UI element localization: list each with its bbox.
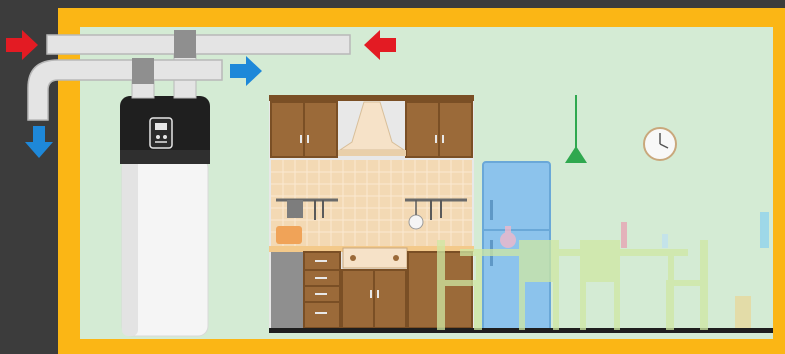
dining-set xyxy=(437,212,769,330)
floor-line xyxy=(269,328,773,333)
indoor-air-supply-arrow xyxy=(230,56,262,86)
kettle xyxy=(276,226,302,244)
drawer-stack xyxy=(303,251,341,329)
exhaust-duct-elbow xyxy=(27,59,223,121)
glass xyxy=(662,234,668,248)
kitchen xyxy=(269,95,474,330)
bottle xyxy=(621,222,627,248)
flask xyxy=(500,232,516,248)
control-panel-icon xyxy=(149,117,173,149)
outdoor-exhaust-arrow xyxy=(25,126,53,158)
air-ducts xyxy=(27,30,351,121)
pendant-lamp xyxy=(565,95,587,163)
clock-icon xyxy=(643,127,677,161)
intake-duct xyxy=(46,34,351,55)
chair xyxy=(580,240,620,282)
dining-table-top xyxy=(460,249,688,256)
heat-pump-water-heater xyxy=(120,96,210,337)
water-bottle xyxy=(760,212,769,248)
chair xyxy=(519,240,559,282)
plant-pot xyxy=(735,296,751,328)
dishwasher xyxy=(271,252,303,328)
kitchen-upper-ledge xyxy=(269,95,474,101)
indoor-air-intake-arrow xyxy=(364,30,396,60)
outdoor-air-intake-arrow xyxy=(6,30,38,60)
